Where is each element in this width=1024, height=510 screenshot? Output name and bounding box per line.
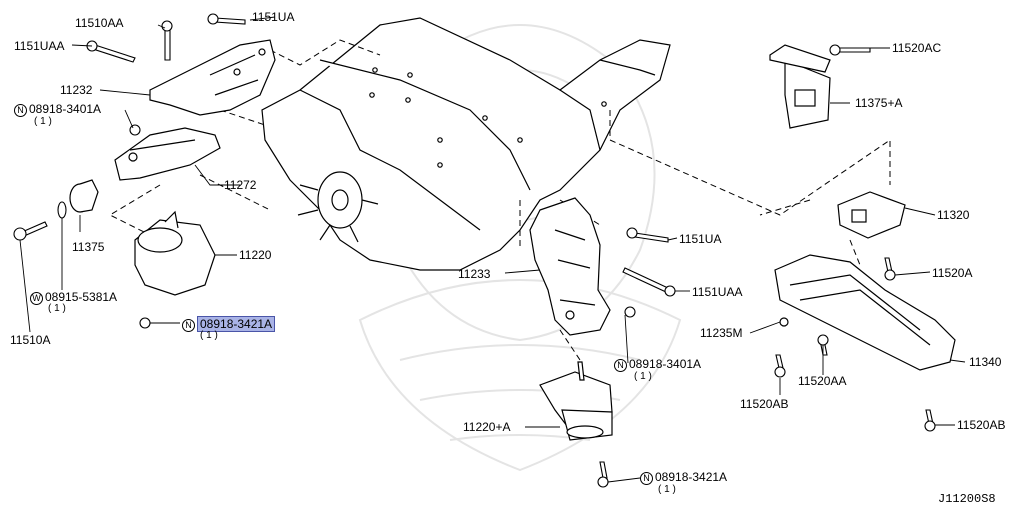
label-11235M: 11235M	[700, 326, 743, 340]
highlighted-part-number[interactable]: 08918-3421A	[197, 316, 276, 332]
label-11520AB-right: 11520AB	[957, 418, 1006, 432]
w-marker-icon: W	[30, 292, 43, 305]
label-11272: 11272	[224, 178, 257, 192]
part-number: 08918-3421A	[655, 470, 728, 484]
label-1151UAA-middle: 1151UAA	[692, 285, 743, 299]
label-11220: 11220	[239, 248, 272, 262]
n-marker-icon: N	[640, 472, 653, 485]
qty-W08915-5381A: ( 1 )	[48, 303, 66, 314]
left-bracket-11232	[149, 39, 276, 116]
qty-N08918-3401A-middle: ( 1 )	[634, 371, 652, 382]
left-fasteners	[13, 13, 246, 329]
n-marker-icon: N	[182, 319, 195, 332]
label-1151UAA-top-left: 1151UAA	[14, 39, 65, 53]
rear-insulator-11320	[837, 191, 906, 239]
label-11233: 11233	[458, 267, 491, 281]
label-11220-plus-A: 11220+A	[463, 420, 511, 434]
label-11340: 11340	[969, 355, 1002, 369]
label-11375-plus-A: 11375+A	[855, 96, 903, 110]
rear-mount-11375A	[769, 44, 831, 129]
label-11510AA: 11510AA	[75, 16, 124, 30]
left-bracket-11272	[114, 127, 221, 181]
label-11520AA: 11520AA	[798, 374, 847, 388]
crossmember-11340	[774, 254, 956, 371]
part-number: 08915-5381A	[45, 290, 118, 304]
diagram-code: J11200S8	[938, 492, 996, 506]
label-11510A: 11510A	[10, 333, 51, 347]
right-bracket-11233	[529, 197, 611, 336]
left-spacer-11375	[69, 179, 99, 213]
engine-block	[261, 17, 671, 271]
qty-N08918-3421A-highlighted: ( 1 )	[200, 330, 218, 341]
rear-fasteners	[774, 44, 936, 432]
part-number: 08918-3401A	[629, 357, 702, 371]
label-11520A: 11520A	[932, 266, 973, 280]
label-11375: 11375	[72, 240, 105, 254]
label-11320: 11320	[937, 208, 970, 222]
qty-N08918-3401A-left: ( 1 )	[34, 116, 52, 127]
label-1151UA-middle: 1151UA	[679, 232, 722, 246]
n-marker-icon: N	[614, 359, 627, 372]
label-11232: 11232	[60, 83, 93, 97]
label-1151UA-top: 1151UA	[252, 10, 295, 24]
qty-N08918-3421A-bottom: ( 1 )	[658, 484, 676, 495]
leader-lines	[19, 16, 966, 483]
n-marker-icon: N	[14, 104, 27, 117]
left-mount-11220	[134, 210, 216, 296]
label-11520AC: 11520AC	[892, 41, 942, 55]
label-11520AB-left: 11520AB	[740, 397, 789, 411]
dashed-leader-lines	[108, 39, 891, 361]
part-number: 08918-3401A	[29, 102, 102, 116]
right-mount-11220A	[539, 361, 613, 441]
